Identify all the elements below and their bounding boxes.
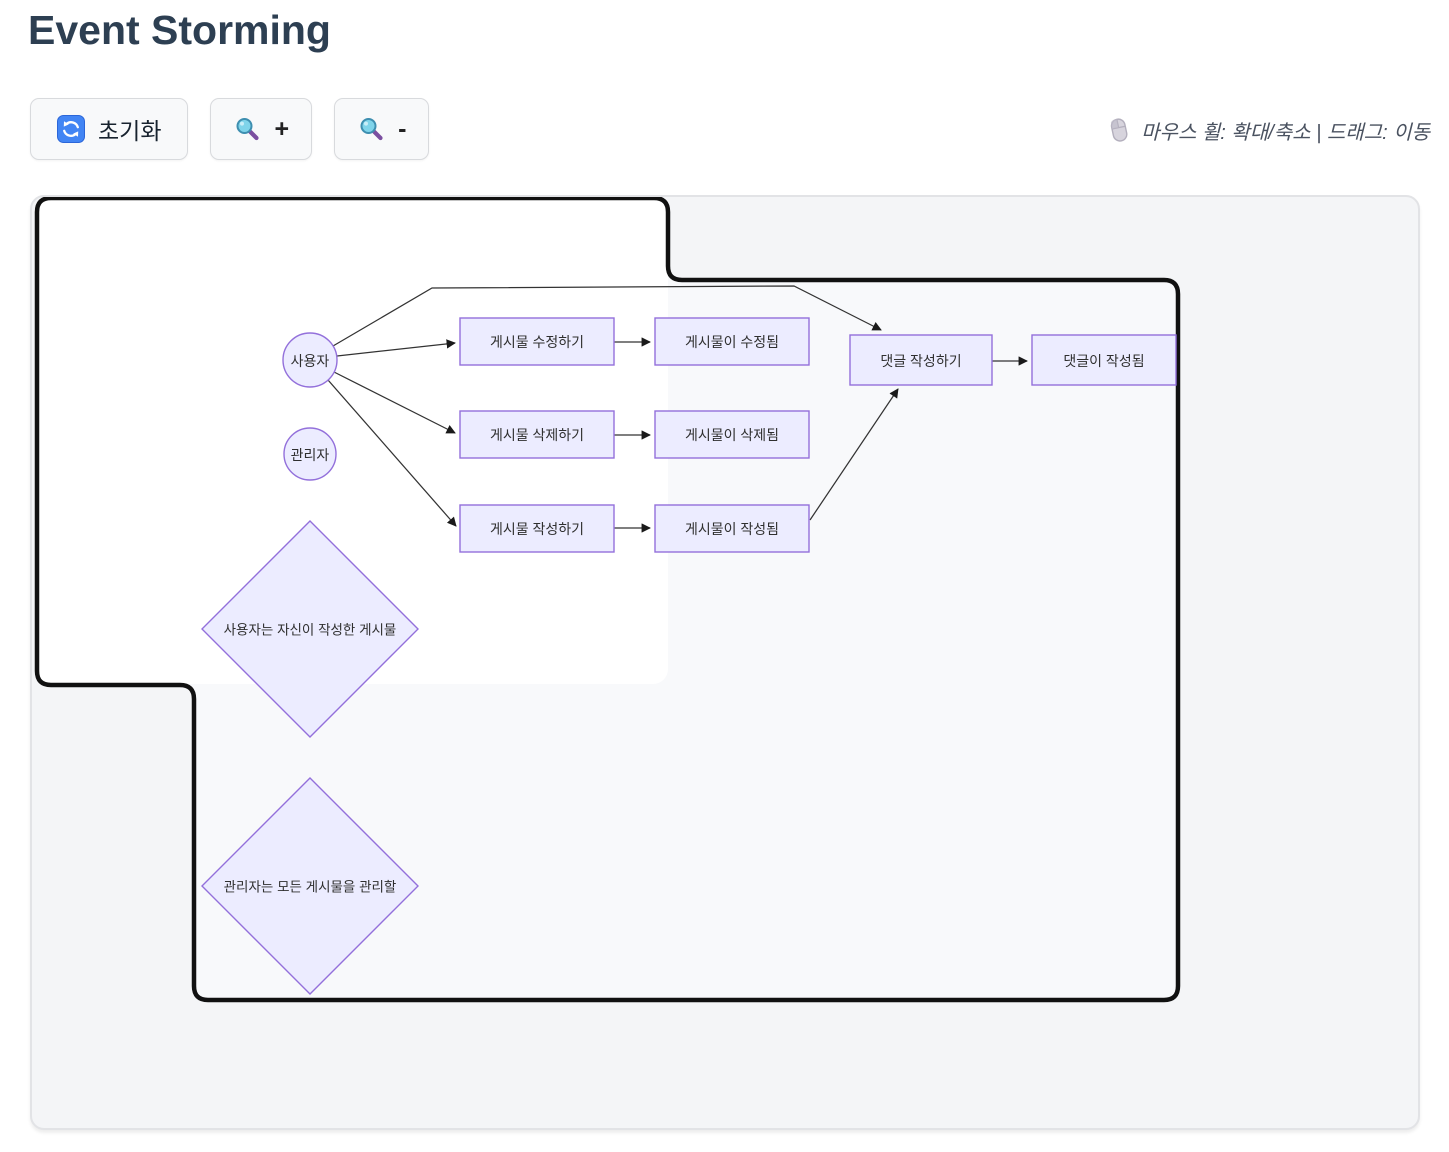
node-label-user: 사용자	[291, 353, 330, 369]
node-cmd-comment: 댓글 작성하기	[849, 334, 993, 386]
node-label-policy-admin: 관리자는 모든 게시물을 관리할	[224, 880, 397, 895]
edge-user-delete	[333, 371, 456, 434]
reset-button-label: 초기화	[98, 118, 162, 144]
edge-user-comment	[332, 285, 882, 347]
refresh-icon	[57, 115, 85, 143]
node-label-evt-created: 게시물이 작성됨	[685, 521, 779, 537]
node-cmd-edit: 게시물 수정하기	[459, 317, 615, 366]
node-policy-user: 사용자는 자신이 작성한 게시물	[201, 520, 419, 738]
page-title: Event Storming	[28, 7, 331, 53]
zoom-out-button[interactable]: -	[334, 98, 430, 160]
node-cmd-create: 게시물 작성하기	[459, 504, 615, 553]
diagram-canvas[interactable]: 사용자 관리자 게시물 수정하기 게시물이 수정됨 게시물 삭제하기 게시물이 …	[30, 195, 1420, 1130]
mouse-hint-text: 마우스 휠: 확대/축소 | 드래그: 이동	[1141, 121, 1430, 144]
node-evt-deleted: 게시물이 삭제됨	[654, 410, 810, 459]
node-label-cmd-delete: 게시물 삭제하기	[490, 427, 584, 443]
zoom-in-button[interactable]: +	[210, 98, 313, 160]
event-storming-diagram: 사용자 관리자 게시물 수정하기 게시물이 수정됨 게시물 삭제하기 게시물이 …	[34, 197, 1181, 1003]
mouse-hint: 마우스 휠: 확대/축소 | 드래그: 이동	[1109, 112, 1430, 148]
magnifier-icon	[357, 115, 385, 143]
node-evt-created: 게시물이 작성됨	[654, 504, 810, 553]
node-label-evt-commented: 댓글이 작성됨	[1063, 353, 1144, 369]
edge-user-create	[327, 379, 457, 527]
node-actor-user: 사용자	[282, 332, 338, 388]
magnifier-icon	[233, 115, 261, 143]
node-evt-edited: 게시물이 수정됨	[654, 317, 810, 366]
node-evt-commented: 댓글이 작성됨	[1031, 334, 1177, 386]
node-label-evt-deleted: 게시물이 삭제됨	[685, 427, 779, 443]
node-label-evt-edited: 게시물이 수정됨	[685, 334, 779, 350]
flow-arrows	[327, 285, 1028, 533]
node-label-cmd-create: 게시물 작성하기	[490, 521, 584, 537]
node-label-cmd-comment: 댓글 작성하기	[880, 353, 961, 369]
zoom-in-label: +	[274, 114, 290, 143]
node-policy-admin: 관리자는 모든 게시물을 관리할	[201, 777, 419, 995]
node-cmd-delete: 게시물 삭제하기	[459, 410, 615, 459]
edge-user-edit	[336, 339, 456, 357]
reset-button[interactable]: 초기화	[30, 98, 189, 160]
toolbar: 초기화 + -	[30, 98, 430, 160]
node-label-cmd-edit: 게시물 수정하기	[490, 334, 584, 350]
mouse-icon	[1107, 115, 1133, 146]
edge-created-comment	[809, 388, 899, 521]
node-actor-admin: 관리자	[283, 427, 337, 481]
node-label-admin: 관리자	[291, 447, 330, 463]
bounded-context-outline	[34, 197, 1181, 1003]
zoom-out-label: -	[398, 114, 407, 143]
node-label-policy-user: 사용자는 자신이 작성한 게시물	[224, 623, 397, 638]
